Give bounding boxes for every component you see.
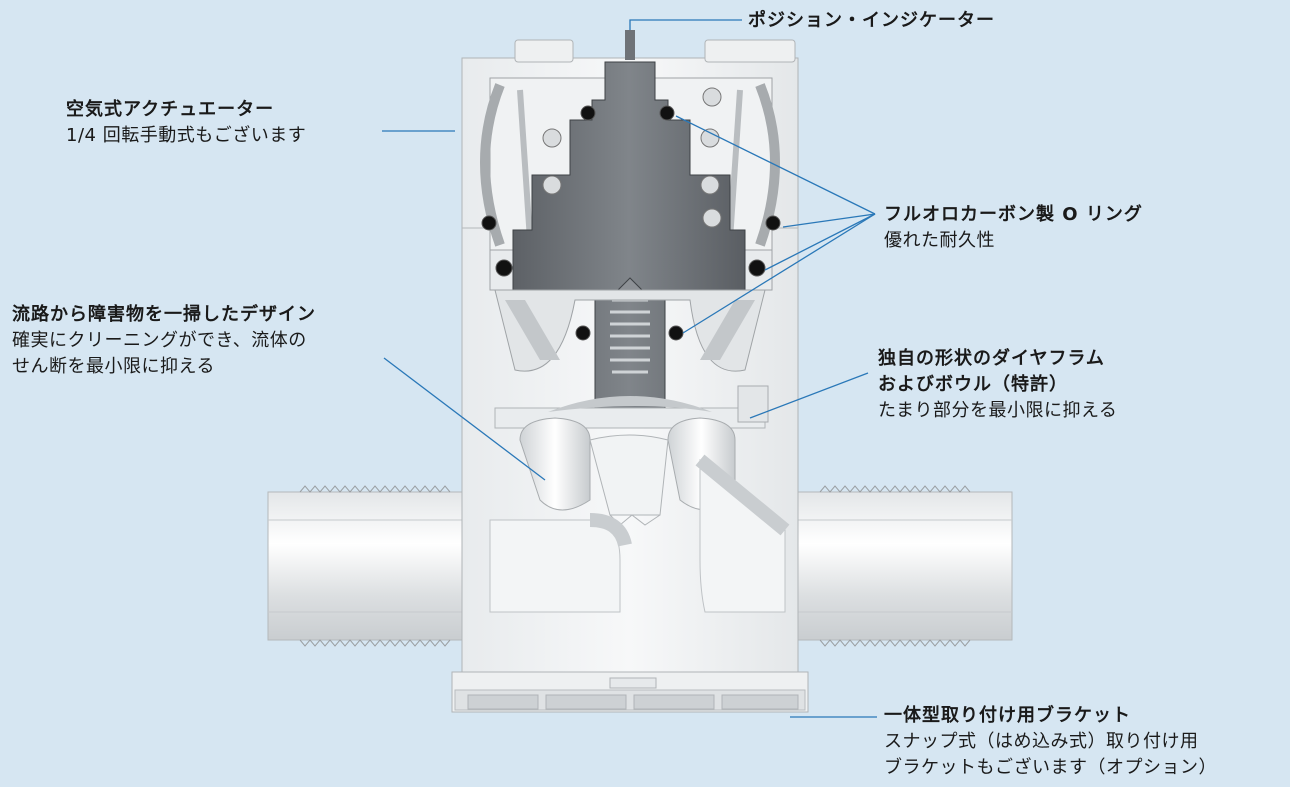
callout-title: ポジション・インジケーター xyxy=(748,10,995,31)
leader-oring-1 xyxy=(675,115,876,215)
callout-title: 空気式アクチュエーター xyxy=(66,99,275,120)
callout-title: およびボウル（特許） xyxy=(878,374,1068,395)
leader-diaphragm xyxy=(749,372,869,419)
callout-diaphragm: 独自の形状のダイヤフラム およびボウル（特許） たまり部分を最小限に抑える xyxy=(878,346,1117,424)
callout-title: 一体型取り付け用ブラケット xyxy=(884,705,1131,726)
spring-coil xyxy=(542,128,562,148)
o-ring xyxy=(659,105,675,121)
spring-coil xyxy=(700,175,720,195)
leader-oring-2 xyxy=(782,213,876,228)
spring-coil xyxy=(542,175,562,195)
o-ring xyxy=(575,325,591,341)
callout-actuator: 空気式アクチュエーター 1/4 回転手動式もございます xyxy=(66,97,306,149)
spring-coil xyxy=(702,208,722,228)
callout-desc: ブラケットもございます（オプション） xyxy=(884,757,1217,778)
callout-desc: 優れた耐久性 xyxy=(884,230,995,251)
diaphragm xyxy=(494,289,766,372)
leader-lines xyxy=(382,19,877,718)
callout-desc: 確実にクリーニングができ、流体の xyxy=(12,330,307,351)
leader-oring-4 xyxy=(682,213,876,334)
flow-path xyxy=(489,454,790,613)
callout-desc: 1/4 回転手動式もございます xyxy=(66,125,307,146)
leader-flowpath xyxy=(383,357,546,481)
callout-position-indicator: ポジション・インジケーター xyxy=(748,8,995,34)
callout-desc: たまり部分を最小限に抑える xyxy=(878,400,1118,421)
callout-desc: せん断を最小限に抑える xyxy=(12,356,215,377)
leader-position-indicator xyxy=(629,19,742,30)
callout-title: フルオロカーボン製 O リング xyxy=(884,204,1143,225)
callout-bracket: 一体型取り付け用ブラケット スナップ式（はめ込み式）取り付け用 ブラケットもござ… xyxy=(884,703,1217,781)
o-ring xyxy=(765,215,781,231)
leader-oring-3 xyxy=(764,213,876,271)
callout-desc: スナップ式（はめ込み式）取り付け用 xyxy=(884,731,1199,752)
callout-flowpath: 流路から障害物を一掃したデザイン 確実にクリーニングができ、流体の せん断を最小… xyxy=(12,302,316,380)
pipe-right xyxy=(779,485,1013,647)
pipe-left xyxy=(267,485,499,647)
o-ring xyxy=(748,259,766,277)
o-ring xyxy=(580,105,596,121)
o-ring xyxy=(668,325,684,341)
callout-title: 流路から障害物を一掃したデザイン xyxy=(12,304,316,325)
o-ring xyxy=(481,215,497,231)
spring-coil xyxy=(700,128,720,148)
spring-coil xyxy=(702,87,722,107)
callout-orings: フルオロカーボン製 O リング 優れた耐久性 xyxy=(884,202,1143,254)
o-ring xyxy=(495,259,513,277)
callout-title: 独自の形状のダイヤフラム xyxy=(878,348,1105,369)
